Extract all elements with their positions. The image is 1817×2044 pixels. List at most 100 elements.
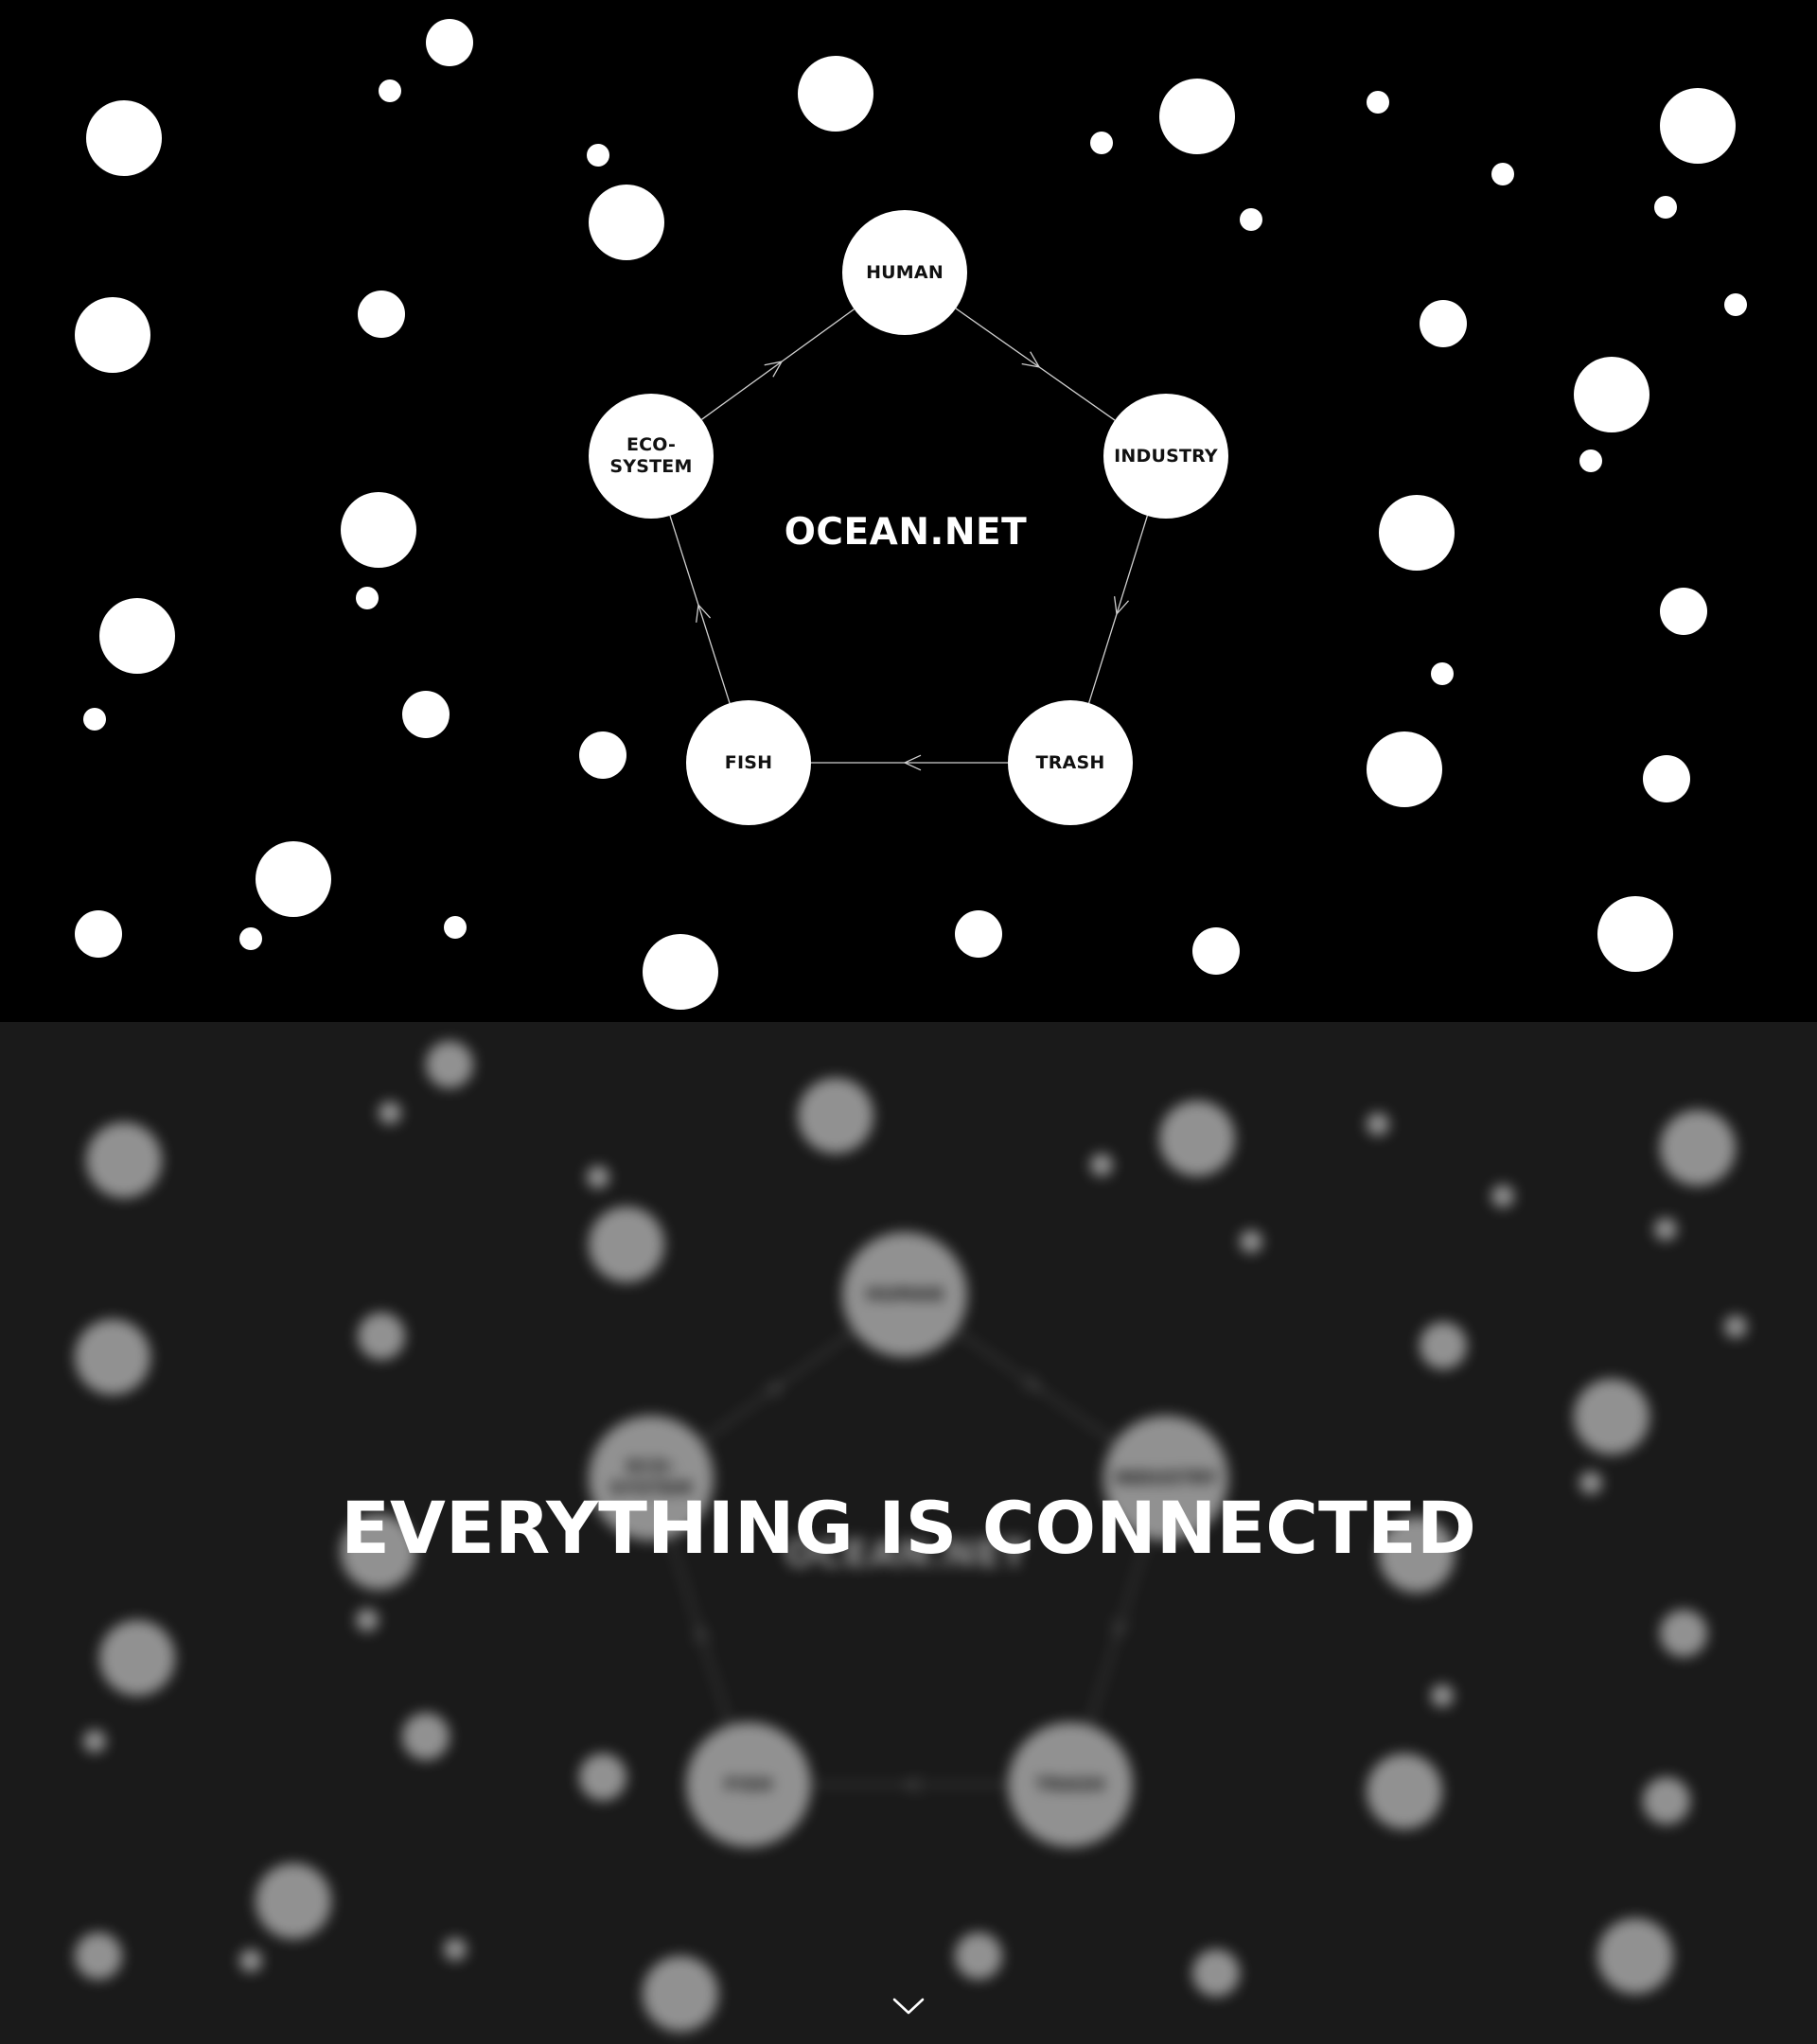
bubble bbox=[1420, 300, 1467, 347]
bubble bbox=[1574, 357, 1649, 432]
link-line bbox=[955, 1330, 1116, 1443]
node-ecosystem-label: ECO- SYSTEM bbox=[609, 434, 693, 477]
bubble bbox=[1367, 1753, 1442, 1829]
bubble bbox=[358, 1313, 405, 1360]
bubble bbox=[1090, 132, 1113, 154]
bubble bbox=[1579, 1471, 1602, 1494]
bubble bbox=[1491, 163, 1514, 185]
bubble bbox=[1597, 1918, 1673, 1994]
bubble bbox=[402, 691, 450, 738]
bubble bbox=[75, 1319, 150, 1395]
bubble bbox=[1660, 1610, 1707, 1657]
bubble bbox=[1660, 88, 1736, 164]
bubble bbox=[1367, 731, 1442, 807]
node-trash[interactable]: TRASH bbox=[1008, 700, 1133, 825]
node-human: HUMAN bbox=[842, 1232, 967, 1357]
bubble bbox=[798, 56, 873, 132]
link-arrow-icon bbox=[903, 1776, 922, 1793]
bubble bbox=[444, 1938, 467, 1961]
bubble bbox=[426, 1041, 473, 1088]
node-fish-label: FISH bbox=[724, 1773, 773, 1795]
bubble bbox=[798, 1078, 873, 1154]
bubble bbox=[358, 291, 405, 338]
node-ecosystem[interactable]: ECO- SYSTEM bbox=[589, 394, 714, 519]
node-trash-label: TRASH bbox=[1035, 1773, 1105, 1795]
bubble bbox=[86, 100, 162, 176]
bubble bbox=[1654, 196, 1677, 219]
bubble bbox=[589, 1207, 664, 1282]
bubble bbox=[402, 1713, 450, 1760]
bubble bbox=[75, 910, 122, 958]
link-line bbox=[701, 1330, 855, 1442]
bubble bbox=[239, 927, 262, 950]
site-title: OCEAN.NET bbox=[784, 511, 1028, 554]
bubble bbox=[1431, 1684, 1454, 1707]
bubble bbox=[643, 1956, 718, 2032]
node-industry[interactable]: INDUSTRY bbox=[1103, 394, 1228, 519]
bubble bbox=[99, 598, 175, 674]
link-arrow-icon bbox=[1021, 1373, 1041, 1390]
link-arrow-icon bbox=[764, 361, 784, 378]
node-fish: FISH bbox=[686, 1722, 811, 1847]
link-arrow-icon bbox=[696, 603, 712, 623]
link-arrow-icon bbox=[1021, 351, 1041, 368]
link-line bbox=[1088, 515, 1148, 704]
link-line bbox=[701, 308, 855, 420]
chevron-down-icon bbox=[892, 1998, 925, 2015]
bubble bbox=[955, 1932, 1002, 1980]
bubble bbox=[86, 1122, 162, 1198]
bubble bbox=[75, 1932, 122, 1980]
node-fish[interactable]: FISH bbox=[686, 700, 811, 825]
link-arrow-icon bbox=[903, 754, 922, 771]
link-arrow-icon bbox=[696, 1625, 712, 1645]
bubble bbox=[1724, 1315, 1747, 1338]
node-ecosystem: ECO- SYSTEM bbox=[589, 1416, 714, 1541]
site-title: OCEAN.NET bbox=[784, 1533, 1028, 1576]
bubble bbox=[1379, 1517, 1455, 1593]
bubble bbox=[256, 1863, 331, 1939]
scroll-down-button[interactable] bbox=[890, 1993, 927, 2019]
bubble bbox=[579, 1753, 626, 1801]
bubble bbox=[1660, 588, 1707, 635]
bubble bbox=[1367, 91, 1389, 114]
bubble bbox=[587, 144, 609, 167]
bubble bbox=[356, 587, 379, 609]
link-line bbox=[669, 515, 731, 704]
hero-section: HUMAN INDUSTRY TRASH FISH ECO- SYSTEM OC… bbox=[75, 19, 1747, 1010]
node-fish-label: FISH bbox=[724, 751, 773, 773]
bubble bbox=[99, 1620, 175, 1696]
bubble bbox=[579, 731, 626, 779]
node-human[interactable]: HUMAN bbox=[842, 210, 967, 335]
bubble bbox=[379, 79, 401, 102]
network-links bbox=[669, 308, 1148, 771]
bubble bbox=[341, 1514, 416, 1590]
blurred-network-backdrop: HUMAN INDUSTRY TRASH FISH ECO- SYSTEM OC… bbox=[0, 1022, 1817, 2044]
intro-headline: EVERYTHING IS CONNECTED bbox=[341, 1486, 1476, 1570]
link-arrow-icon bbox=[1113, 1618, 1130, 1638]
bubble bbox=[1431, 662, 1454, 685]
node-industry: INDUSTRY bbox=[1103, 1416, 1228, 1541]
bubble bbox=[1379, 495, 1455, 571]
intro-section: HUMAN INDUSTRY TRASH FISH ECO- SYSTEM OC… bbox=[0, 1022, 1817, 2044]
bubble bbox=[1192, 927, 1240, 975]
network-links bbox=[669, 1330, 1148, 1793]
bubble bbox=[444, 916, 467, 939]
bubble bbox=[426, 19, 473, 66]
bubble bbox=[1654, 1218, 1677, 1241]
link-arrow-icon bbox=[764, 1383, 784, 1400]
bubble bbox=[356, 1609, 379, 1631]
node-human-label: HUMAN bbox=[866, 1283, 944, 1305]
bubble bbox=[1724, 293, 1747, 316]
bubble bbox=[643, 934, 718, 1010]
node-trash-label: TRASH bbox=[1035, 751, 1105, 773]
bubble bbox=[83, 1730, 106, 1753]
bubble bbox=[1643, 755, 1690, 802]
bubble bbox=[239, 1949, 262, 1972]
bubble bbox=[1159, 79, 1235, 154]
bubble bbox=[589, 185, 664, 260]
bubble bbox=[1090, 1154, 1113, 1176]
bubble bbox=[1192, 1949, 1240, 1997]
bubble bbox=[379, 1101, 401, 1124]
bubble bbox=[1660, 1110, 1736, 1186]
bubble bbox=[1367, 1113, 1389, 1136]
